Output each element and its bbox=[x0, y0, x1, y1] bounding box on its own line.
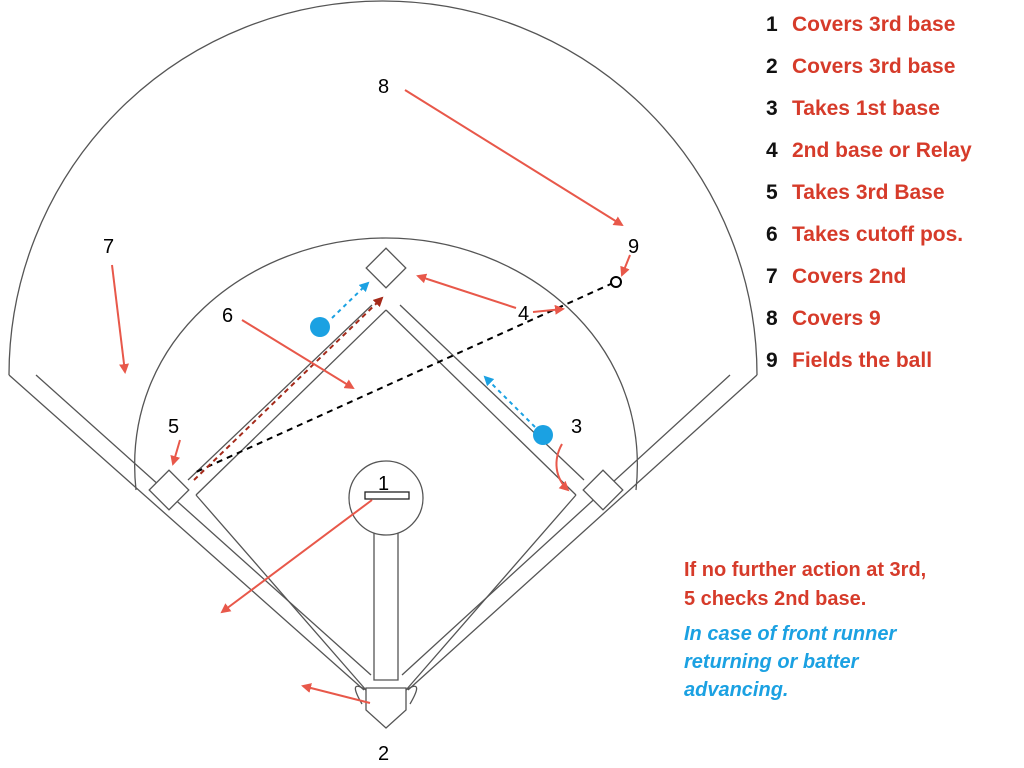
arrow-7 bbox=[111, 264, 129, 374]
legend-item: 8 Covers 9 bbox=[766, 304, 972, 346]
arrow-1 bbox=[220, 499, 373, 614]
note-front-runner: In case of front runner returning or bat… bbox=[684, 620, 984, 704]
legend-text: Takes cutoff pos. bbox=[792, 223, 964, 246]
position-label-7: 7 bbox=[103, 236, 114, 258]
runner-near-second bbox=[310, 317, 330, 337]
legend-number: 2 bbox=[766, 55, 778, 78]
note-blue-line: returning or batter bbox=[684, 651, 859, 673]
arrow-5 bbox=[170, 439, 181, 466]
pitcher-home-path bbox=[373, 530, 399, 681]
position-label-2: 2 bbox=[378, 743, 389, 765]
legend-text: Fields the ball bbox=[792, 349, 933, 372]
ball-location bbox=[610, 276, 622, 288]
legend-number: 7 bbox=[766, 265, 778, 288]
legend-number: 4 bbox=[766, 139, 778, 162]
position-label-9: 9 bbox=[628, 236, 639, 258]
pitcher-rubber bbox=[364, 491, 410, 500]
second-base bbox=[365, 247, 407, 289]
runner-arrow-to-second bbox=[331, 281, 370, 319]
arrow-9 bbox=[620, 254, 631, 277]
note-no-further-action: If no further action at 3rd, 5 checks 2n… bbox=[684, 556, 926, 614]
position-label-3: 3 bbox=[571, 416, 582, 438]
arrow-6 bbox=[241, 319, 355, 390]
first-base bbox=[582, 469, 624, 511]
arrow-8 bbox=[404, 89, 624, 227]
note-red-line: 5 checks 2nd base. bbox=[684, 588, 867, 610]
legend-item: 3 Takes 1st base bbox=[766, 94, 972, 136]
legend-text: Covers 3rd base bbox=[792, 13, 956, 36]
arrow-3 bbox=[555, 443, 570, 492]
legend-text: Takes 3rd Base bbox=[792, 181, 945, 204]
infield-arc bbox=[134, 237, 638, 491]
outfield-outline bbox=[8, 0, 758, 691]
legend-item: 5 Takes 3rd Base bbox=[766, 178, 972, 220]
legend-text: Covers 2nd bbox=[792, 265, 907, 288]
note-red-line: If no further action at 3rd, bbox=[684, 559, 927, 581]
legend-number: 1 bbox=[766, 13, 778, 36]
arrow-4-relay bbox=[532, 304, 565, 315]
legend-number: 5 bbox=[766, 181, 778, 204]
legend-item: 9 Fields the ball bbox=[766, 346, 972, 388]
runner-near-first bbox=[533, 425, 553, 445]
note-blue-line: advancing. bbox=[684, 679, 789, 701]
legend-text: Takes 1st base bbox=[792, 97, 940, 120]
arrow-2 bbox=[301, 683, 371, 704]
legend-number: 3 bbox=[766, 97, 778, 120]
legend-number: 9 bbox=[766, 349, 778, 372]
position-label-5: 5 bbox=[168, 416, 179, 438]
ball-throw-path bbox=[195, 282, 614, 473]
base-paths bbox=[187, 304, 585, 705]
position-label-6: 6 bbox=[222, 305, 233, 327]
arrow-4-to-second bbox=[416, 273, 517, 309]
legend-text: Covers 9 bbox=[792, 307, 881, 330]
home-plate bbox=[365, 687, 407, 729]
runner-arrow-back bbox=[483, 375, 536, 428]
legend-item: 7 Covers 2nd bbox=[766, 262, 972, 304]
note-blue-line: In case of front runner bbox=[684, 623, 897, 645]
legend-text: Covers 3rd base bbox=[792, 55, 956, 78]
legend-item: 1 Covers 3rd base bbox=[766, 10, 972, 52]
position-label-4: 4 bbox=[518, 303, 529, 325]
legend-item: 4 2nd base or Relay bbox=[766, 136, 972, 178]
position-label-8: 8 bbox=[378, 76, 389, 98]
legend-number: 8 bbox=[766, 307, 778, 330]
legend-text: 2nd base or Relay bbox=[792, 139, 972, 162]
third-base bbox=[148, 469, 190, 511]
position-label-1: 1 bbox=[378, 473, 389, 495]
legend-item: 2 Covers 3rd base bbox=[766, 52, 972, 94]
legend-item: 6 Takes cutoff pos. bbox=[766, 220, 972, 262]
player-arrows bbox=[111, 89, 631, 704]
relay-throw-arrow bbox=[193, 296, 384, 481]
legend-number: 6 bbox=[766, 223, 778, 246]
